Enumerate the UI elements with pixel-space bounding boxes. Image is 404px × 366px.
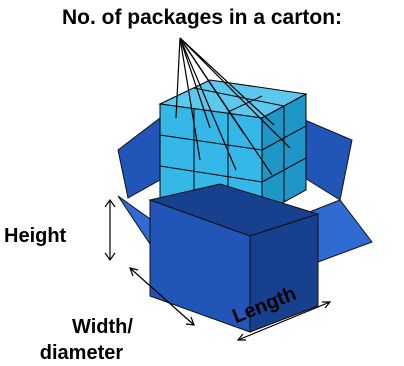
carton-back-flap-right [300, 118, 352, 200]
width-label: Width/ diameter [72, 314, 133, 366]
height-arrow [105, 200, 115, 260]
width-label-line2: diameter [30, 340, 133, 366]
height-label: Height [4, 225, 66, 248]
width-label-line1: Width/ [72, 314, 133, 340]
carton-back-flap-left [118, 118, 160, 198]
